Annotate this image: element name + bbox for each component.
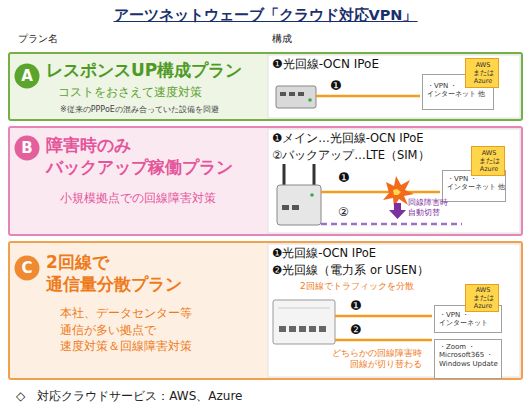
plan-badge-text: C — [14, 259, 40, 277]
service-box: ・VPN ・インターネット 他AWS または Azure — [422, 74, 494, 110]
callout-number: ② — [338, 205, 358, 220]
column-header: プラン名 — [18, 33, 98, 46]
note-text: 2回線でトラフィックを分散 — [300, 281, 450, 292]
line-spec: ❶光回線-OCN IPoE — [272, 57, 472, 72]
plan-title: 2回線で 通信量分散プラン — [46, 251, 196, 295]
line-spec: ❷光回線（電力系 or USEN） — [272, 263, 502, 277]
cloud-box-text: AWS または Azure — [468, 62, 498, 85]
callout-number: ❷ — [350, 322, 370, 338]
plan-panel: レスポンスUP構成プランコストをおさえて速度対策 ※従来のPPPoEの混み合ってい… — [8, 52, 523, 121]
line-spec: ②バックアップ…LTE（SIM） — [272, 148, 492, 162]
callout-number: ❶ — [350, 298, 370, 314]
badge-circle — [15, 64, 40, 89]
badge-circle — [15, 256, 40, 281]
plan-title: 障害時のみ バックアップ稼働プラン — [46, 134, 276, 178]
footer-caption: ◇ 対応クラウドサービス：AWS、Azure — [16, 388, 416, 405]
badge-circle — [15, 136, 40, 161]
plan-subtitle: コストをおさえて速度対策 — [58, 86, 258, 100]
plan-badge-text: A — [14, 67, 40, 85]
callout-number: ❶ — [338, 170, 358, 186]
plan-subtitle: 本社、データセンター等 通信が多い拠点で 速度対策＆回線障害対策 — [60, 305, 200, 355]
note-text: どちらかの回線障害時 回線が切り替わる — [318, 348, 422, 371]
service-box-text: ・VPN ・インターネット — [439, 311, 501, 328]
service-box: ・VPN ・インターネット 他AWS または Azure — [442, 170, 506, 202]
plan-badge: B — [14, 135, 40, 161]
column-header: 構成 — [272, 33, 332, 46]
cloud-box: AWS または Azure — [465, 284, 499, 312]
plan-title: レスポンスUP構成プラン — [46, 60, 276, 80]
plan-badge-text: B — [14, 139, 40, 157]
cloud-box-text: AWS または Azure — [474, 150, 504, 173]
line-spec: ❶メイン…光回線-OCN IPoE — [272, 131, 492, 145]
diagram-title: アーツネットウェーブ「クラウド対応VPN」 — [0, 6, 531, 25]
plan-badge: A — [14, 63, 40, 89]
service-box: ・Zoom ・Microsoft365 ・Windows Update — [434, 339, 502, 379]
service-box: ・VPN ・インターネットAWS または Azure — [434, 305, 502, 333]
switch-note: 回線障害時 自動切替 — [408, 198, 454, 218]
plan-note: ※従来のPPPoEの混み合っていた設備を回避 — [60, 105, 275, 115]
plan-badge: C — [14, 255, 40, 281]
cloud-box: AWS または Azure — [471, 146, 505, 176]
plan-panel: 障害時のみ バックアップ稼働プラン小規模拠点での回線障害対策 B ・VPN ・インタ… — [8, 126, 523, 236]
cloud-box: AWS または Azure — [465, 58, 499, 88]
plan-panel: 2回線で 通信量分散プラン本社、データセンター等 通信が多い拠点で 速度対策＆回… — [8, 241, 523, 380]
cloud-box-text: AWS または Azure — [468, 287, 498, 310]
callout-number: ❶ — [330, 78, 350, 94]
line-spec: ❶光回線-OCN IPoE — [272, 246, 472, 260]
service-box-text: ・VPN ・インターネット 他 — [447, 175, 509, 192]
service-box-text: ・Zoom ・Microsoft365 ・Windows Update — [439, 343, 499, 368]
plan-subtitle: 小規模拠点での回線障害対策 — [60, 192, 260, 206]
